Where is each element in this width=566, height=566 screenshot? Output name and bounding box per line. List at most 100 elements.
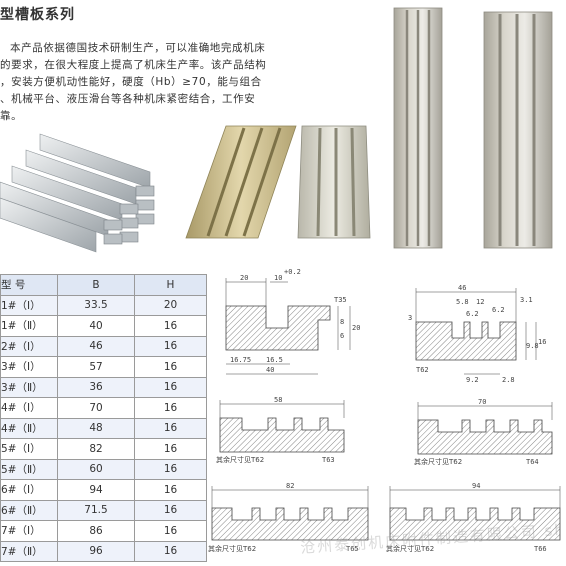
dim-16-75: 16.75 [230,356,251,364]
dim-40: 40 [266,366,274,374]
cell-model: 3#（Ⅱ） [0,376,58,398]
label-t64: T64 [526,458,539,466]
dim-10: 10 [274,274,282,282]
cell-h: 16 [134,540,207,562]
cell-model: 3#（Ⅰ） [0,356,58,378]
drawing-t65: 82 其余尺寸见T62 T65 [208,482,369,553]
dim-h6: 6 [340,332,344,340]
cell-b: 94 [57,479,135,501]
dim-h8: 8 [340,318,344,326]
cell-model: 1#（Ⅱ） [0,315,58,337]
cell-b: 82 [57,438,135,460]
dim-82: 82 [286,482,294,490]
drawing-t35: 20 10 +0.2 T35 20 8 6 16.75 16.5 40 [225,268,360,375]
note-t66: 其余尺寸见T62 [386,544,434,553]
cell-b: 36 [57,376,135,398]
spec-table-header: 型 号 B H [0,274,207,296]
cell-h: 16 [134,438,207,460]
label-t63: T63 [322,456,335,464]
cell-h: 20 [134,294,207,316]
dim-58: 58 [274,396,282,404]
intro-paragraph: 本产品依据德国技术研制生产，可以准确地完成机床 的要求，在很大程度上提高了机床生… [0,40,375,125]
dim-12: 12 [476,298,484,306]
cell-b: 46 [57,335,135,357]
dim-3-1: 3.1 [520,296,533,304]
dim-16: 16 [538,338,546,346]
cell-b: 33.5 [57,294,135,316]
note-t64: 其余尺寸见T62 [414,457,462,466]
cell-h: 16 [134,458,207,480]
cell-model: 4#（Ⅰ） [0,397,58,419]
dim-9-8: 9.8 [526,342,539,350]
intro-line: 的要求，在很大程度上提高了机床生产率。该产品结构 [0,59,267,71]
drawing-t63: 58 其余尺寸见T62 T63 [216,396,345,464]
dim-46: 46 [458,284,466,292]
dim-6-2b: 6.2 [492,306,505,314]
dim-16-5: 16.5 [266,356,283,364]
drawing-t64: 70 其余尺寸见T62 T64 [414,398,553,466]
intro-line: 靠。 [0,110,23,122]
cell-b: 71.5 [57,499,135,521]
cell-model: 6#（Ⅱ） [0,499,58,521]
brass-plate-photo [185,125,297,239]
cell-model: 7#（Ⅰ） [0,520,58,542]
dim-9-2: 9.2 [466,376,479,384]
cell-h: 16 [134,315,207,337]
dim-6-2a: 6.2 [466,310,479,318]
cell-model: 4#（Ⅱ） [0,417,58,439]
cell-model: 2#（Ⅰ） [0,335,58,357]
cell-model: 1#（Ⅰ） [0,294,58,316]
cell-model: 5#（Ⅰ） [0,438,58,460]
note-t65: 其余尺寸见T62 [208,544,256,553]
dim-tolerance: +0.2 [284,268,301,276]
intro-line: 本产品依据德国技术研制生产，可以准确地完成机床 [10,42,266,54]
cell-b: 70 [57,397,135,419]
cell-b: 48 [57,417,135,439]
cell-h: 16 [134,520,207,542]
stacked-bars-photo [0,133,155,253]
drawing-t62: 46 5.8 12 3.1 6.2 6.2 3 16 9.8 9.2 2.8 T… [408,284,546,384]
dim-2-8: 2.8 [502,376,515,384]
cell-h: 16 [134,376,207,398]
dim-20: 20 [240,274,248,282]
cell-h: 16 [134,356,207,378]
intro-line: ，安装方便机动性能好，硬度（Hb）≥70，能与组合 [0,76,262,88]
cell-h: 16 [134,479,207,501]
cell-h: 16 [134,499,207,521]
cell-b: 60 [57,458,135,480]
label-t66: T66 [534,545,547,553]
cell-b: 86 [57,520,135,542]
aluminum-plate-photo [297,125,371,239]
label-t35: T35 [334,296,347,304]
cell-model: 6#（Ⅰ） [0,479,58,501]
header-h: H [134,274,207,296]
dim-5-8: 5.8 [456,298,469,306]
note-t63: 其余尺寸见T62 [216,455,264,464]
label-t65: T65 [346,545,359,553]
header-b: B [57,274,135,296]
intro-line: 、机械平台、液压滑台等各种机床紧密结合，工作安 [0,93,256,105]
tall-extrusion-photo [393,7,443,249]
wide-extrusion-photo [483,11,553,249]
drawing-t66: 94 其余尺寸见T62 T66 [386,482,561,553]
dim-3: 3 [408,314,412,322]
label-t62: T62 [416,366,429,374]
cell-b: 40 [57,315,135,337]
page-title: 型槽板系列 [0,7,75,23]
cell-model: 7#（Ⅱ） [0,540,58,562]
dim-94: 94 [472,482,480,490]
dim-70: 70 [478,398,486,406]
cell-h: 16 [134,335,207,357]
